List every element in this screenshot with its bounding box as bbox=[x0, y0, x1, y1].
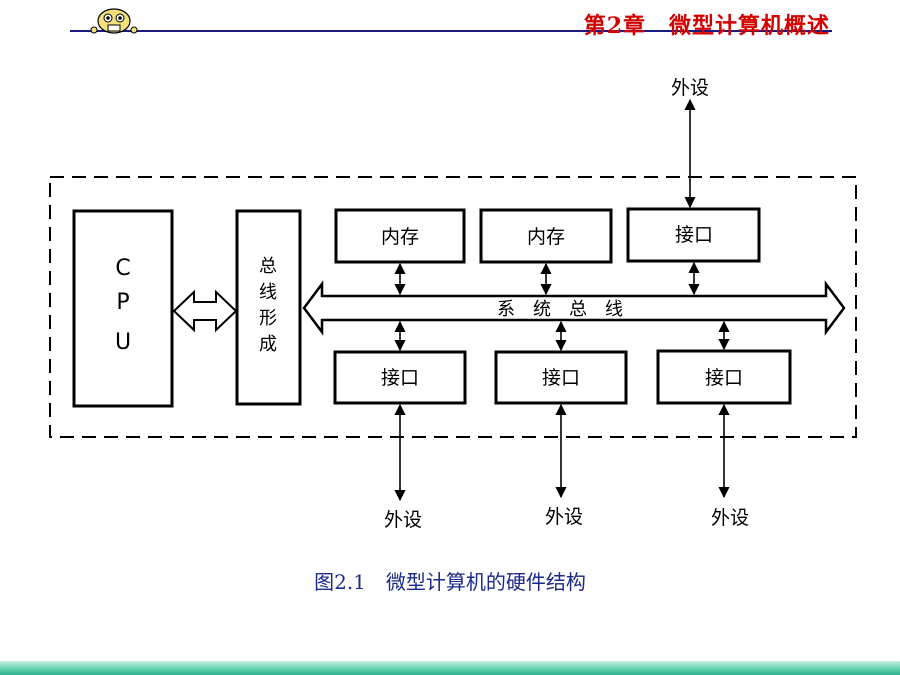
chapter-title: 第2章 微型计算机概述 bbox=[583, 13, 830, 39]
interface-block-bottom-1 bbox=[333, 350, 467, 405]
interface-label-top: 接口 bbox=[675, 224, 713, 246]
smiley-mascot-icon bbox=[90, 8, 138, 34]
bus-former-block bbox=[235, 209, 302, 406]
header-rule bbox=[70, 30, 832, 32]
system-bus-label: 系 统 总 线 bbox=[497, 299, 623, 320]
cpu-bus-double-arrow bbox=[172, 289, 238, 333]
interface-block-bottom-2 bbox=[494, 350, 628, 405]
cpu-letter-c: C bbox=[115, 256, 130, 281]
cpu-letter-u: U bbox=[115, 330, 131, 355]
peripheral-label-bottom-2: 外设 bbox=[545, 506, 583, 528]
memory-label-2: 内存 bbox=[527, 226, 565, 248]
peripheral-label-bottom-1: 外设 bbox=[384, 509, 422, 531]
interface-label-bottom-2: 接口 bbox=[542, 367, 580, 389]
interface-block-bottom-3 bbox=[656, 349, 792, 405]
interface-label-bottom-3: 接口 bbox=[705, 367, 743, 389]
system-boundary bbox=[49, 176, 857, 438]
interface-label-bottom-1: 接口 bbox=[381, 367, 419, 389]
system-bus-arrow bbox=[302, 280, 846, 336]
figure-caption: 图2.1 微型计算机的硬件结构 bbox=[314, 570, 586, 594]
interface-block-top bbox=[626, 207, 761, 263]
bus-former-char-4: 成 bbox=[259, 334, 277, 355]
memory-block-2 bbox=[479, 208, 613, 264]
bus-former-char-3: 形 bbox=[259, 308, 277, 329]
cpu-letter-p: P bbox=[116, 290, 129, 315]
peripheral-label-top: 外设 bbox=[671, 77, 709, 99]
footer-gradient-bar bbox=[0, 661, 900, 675]
memory-label-1: 内存 bbox=[381, 226, 419, 248]
cpu-block bbox=[72, 209, 174, 408]
hardware-structure-diagram: C P U 总 线 形 成 系 统 总 线 内存 内存 接口 外设 接口 接口 … bbox=[49, 77, 857, 531]
bus-former-char-1: 总 bbox=[259, 256, 277, 277]
memory-block-1 bbox=[334, 208, 466, 264]
bus-former-char-2: 线 bbox=[259, 282, 277, 303]
peripheral-label-bottom-3: 外设 bbox=[711, 507, 749, 529]
